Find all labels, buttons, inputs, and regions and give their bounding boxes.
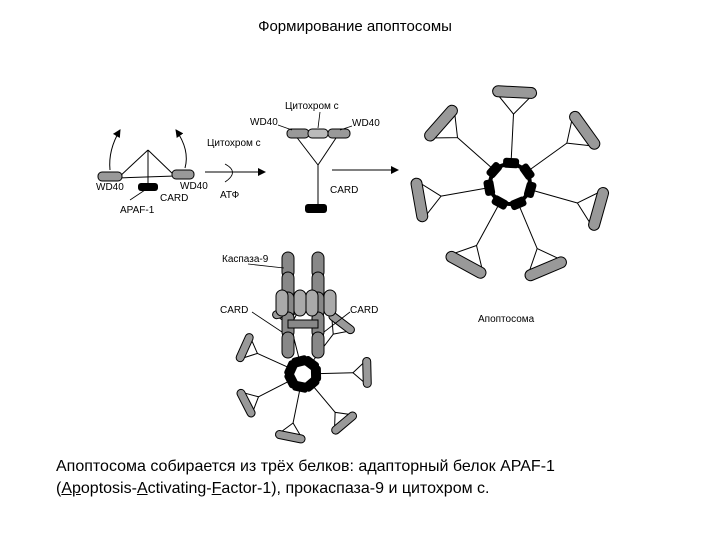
apoptosome-label: Апоптосома xyxy=(478,314,535,325)
wd40-domain xyxy=(569,110,601,150)
caption-line: (Apoptosis-Activating-Factor-1), прокасп… xyxy=(56,480,490,497)
atp-label: АТФ xyxy=(220,190,240,201)
wd40-domain xyxy=(362,356,372,388)
wd40-label: WD40 xyxy=(352,118,380,129)
wd40-domain xyxy=(410,177,429,223)
card-label: CARD xyxy=(330,185,358,196)
apaf1-inactive xyxy=(97,129,195,201)
caption: Апоптосома собирается из трёх белков: ад… xyxy=(56,456,676,500)
card-label: CARD xyxy=(160,193,188,204)
wd40-domain xyxy=(524,256,567,282)
apoptosome-caspase9 xyxy=(235,251,372,444)
caspase9-domain xyxy=(281,331,295,359)
caspase9-label: Каспаза-9 xyxy=(222,254,269,265)
wd40-domain xyxy=(588,187,610,231)
card-label: CARD xyxy=(220,305,248,316)
wd40-domain xyxy=(492,85,538,99)
wd40-domain xyxy=(331,411,358,435)
wd40-domain xyxy=(445,250,487,279)
card-label: CARD xyxy=(350,305,378,316)
apaf1-active xyxy=(277,111,353,213)
cytochrome-c-label: Цитохром c xyxy=(207,138,261,149)
page-title: Формирование апоптосомы xyxy=(258,18,452,35)
wd40-label: WD40 xyxy=(250,117,278,128)
cytochrome-c-label: Цитохром c xyxy=(285,101,339,112)
apaf1-label: APAF-1 xyxy=(120,205,155,216)
wd40-label: WD40 xyxy=(96,182,124,193)
apoptosome xyxy=(410,85,610,282)
wd40-label: WD40 xyxy=(180,181,208,192)
caption-line: Апоптосома собирается из трёх белков: ад… xyxy=(56,458,555,475)
wd40-domain xyxy=(424,104,458,142)
caspase9-domain xyxy=(311,331,325,359)
wd40-domain xyxy=(235,333,254,363)
wd40-domain xyxy=(275,430,306,444)
wd40-domain xyxy=(236,388,256,418)
